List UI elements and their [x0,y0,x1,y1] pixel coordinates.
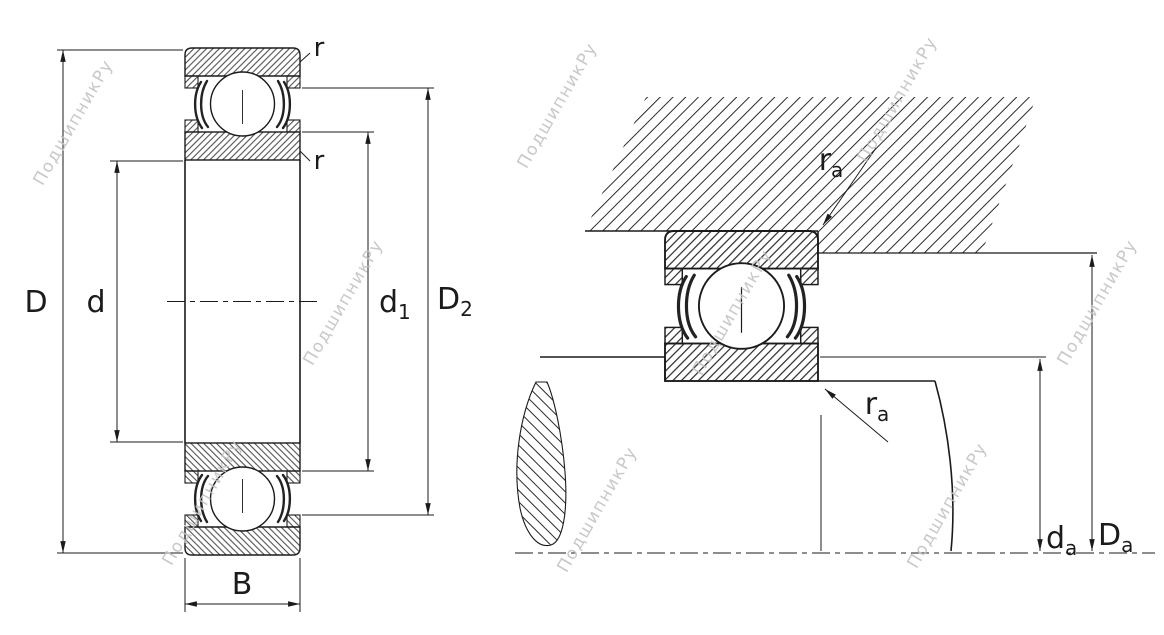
corner-radius-label-top: r [299,33,325,63]
dim-label-B: B [232,567,253,602]
dim-label-D: D [24,285,47,320]
dim-label-d1: d1 [379,285,411,324]
dim-label-ra-top: ra [819,143,844,182]
fillet-ra-top: ra [819,143,877,226]
watermark-text: ПодшипникРу [1054,236,1142,369]
bearing-front-view: D d d1 D2 B [24,33,473,612]
leader-line [299,150,311,162]
housing-hatch [585,97,1036,253]
bearing-mounted-view: ra ra da Da [515,97,1155,560]
dim-label-r-top: r [314,33,325,63]
shaft-break-section [516,381,567,547]
fillet-ra-bottom: ra [824,387,890,443]
dim-D: D [24,49,183,554]
dim-label-da: da [1046,521,1077,560]
dim-label-ra-bottom: ra [865,387,890,426]
watermark-text: ПодшипникРу [514,39,602,172]
dim-d: d [86,160,183,443]
dim-D2: D2 [302,87,473,516]
dim-label-d: d [86,285,105,320]
dim-Da: Da [1089,254,1133,557]
leader-line [824,388,889,443]
shaft-end-curve [934,380,954,552]
watermark-text: ПодшипникРу [300,236,388,369]
dim-label-r-bottom: r [314,146,325,176]
dim-label-D2: D2 [437,282,473,321]
dim-da: da [1037,359,1077,560]
dim-B: B [184,558,301,612]
dim-label-Da: Da [1098,518,1133,557]
leader-line [299,52,311,63]
bearing-section-top [183,46,302,162]
watermark-text: ПодшипникРу [904,439,992,572]
corner-radius-label-bottom: r [299,146,325,176]
watermark-text: ПодшипникРу [30,56,118,189]
watermark-text: ПодшипникРу [554,443,642,576]
leader-line [822,147,877,226]
dim-d1: d1 [302,131,411,472]
